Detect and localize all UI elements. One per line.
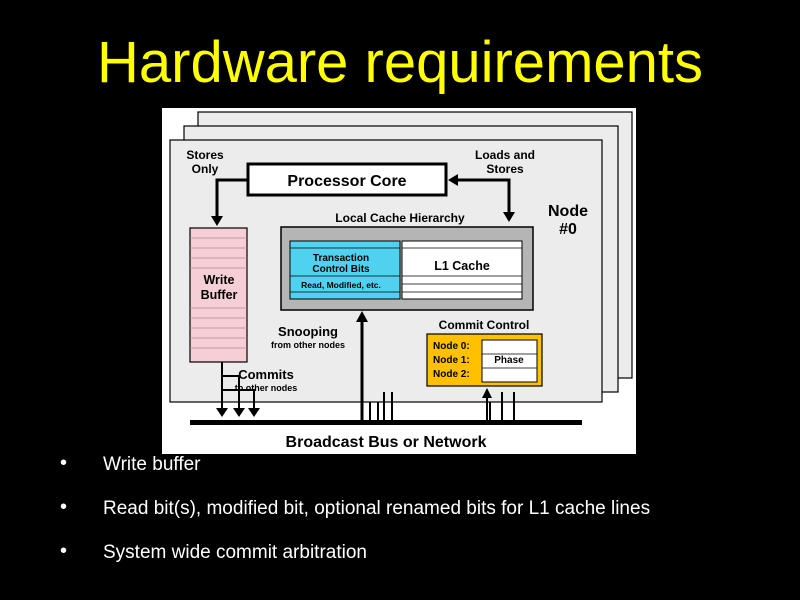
commit-node-2-label: Node 2:: [433, 369, 470, 380]
bullet-list: • Write buffer • Read bit(s), modified bit…: [60, 452, 780, 586]
transaction-bits-column: [289, 240, 401, 300]
l1-cache-column: [401, 240, 523, 300]
bullet-item: • System wide commit arbitration: [60, 540, 780, 586]
commit-control-label: Commit Control: [439, 318, 530, 332]
bullet-text: Read bit(s), modified bit, optional rena…: [103, 498, 651, 519]
transaction-bits-label-2: Control Bits: [312, 264, 370, 275]
commit-lines: [216, 362, 260, 417]
bullet-text: System wide commit arbitration: [103, 542, 367, 563]
node-label-1: Node: [548, 203, 588, 220]
write-buffer-label-1: Write: [203, 273, 234, 287]
transaction-bits-label-1: Transaction: [313, 253, 369, 264]
processor-core-label: Processor Core: [287, 173, 406, 190]
read-modified-label: Read, Modified, etc.: [301, 280, 381, 290]
stores-only-label-1: Stores: [186, 148, 224, 162]
phase-register: [481, 339, 538, 383]
cache-to-core-arrow: [448, 174, 458, 186]
commit-node-0-label: Node 0:: [433, 341, 470, 352]
core-to-write-buffer-line: [215, 178, 248, 218]
write-buffer-box: [189, 227, 248, 363]
loads-stores-label-2: Stores: [486, 162, 524, 176]
l1-cache-label: L1 Cache: [434, 259, 490, 273]
core-to-write-buffer-arrow: [211, 216, 223, 226]
write-buffer-label-2: Buffer: [201, 288, 238, 302]
stores-only-label-2: Only: [192, 162, 219, 176]
bullet-dot: •: [60, 452, 68, 474]
snoop-arrow: [356, 311, 368, 322]
snooping-label: Snooping: [278, 324, 338, 339]
commits-label: Commits: [238, 367, 294, 382]
bullet-text: Write buffer: [103, 454, 201, 475]
processor-core-box: [246, 162, 448, 197]
bus-to-commit-arrow: [482, 388, 492, 398]
to-other-nodes-label: to other nodes: [235, 383, 298, 393]
node-label-2: #0: [559, 221, 577, 238]
core-to-cache-arrow: [503, 212, 515, 222]
commit-node-1-label: Node 1:: [433, 355, 470, 366]
broadcast-bus-label: Broadcast Bus or Network: [286, 434, 487, 451]
local-cache-hierarchy-label: Local Cache Hierarchy: [335, 211, 465, 225]
bus-stubs: [369, 392, 515, 420]
slide-title: Hardware requirements: [96, 30, 704, 95]
bullet-item: • Write buffer: [60, 452, 780, 498]
bullet-dot: •: [60, 540, 68, 562]
cache-to-core-line: [458, 178, 511, 220]
from-other-nodes-label: from other nodes: [271, 340, 345, 350]
tcc-node-diagram: Stores Only Loads and Stores Processor C…: [162, 108, 636, 454]
loads-stores-label-1: Loads and: [475, 148, 535, 162]
phase-label: Phase: [494, 355, 524, 366]
broadcast-bus-line: [190, 420, 582, 425]
bullet-dot: •: [60, 496, 68, 518]
bullet-item: • Read bit(s), modified bit, optional ren…: [60, 496, 780, 542]
